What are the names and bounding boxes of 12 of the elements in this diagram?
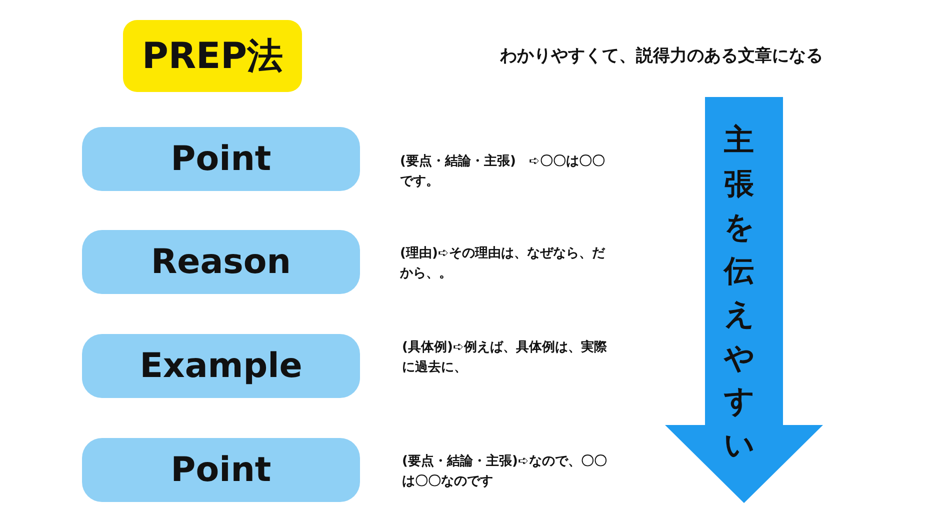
- step-pill: Point: [82, 438, 360, 502]
- note-text: わかりやすくて、説得力のある文章になる: [500, 45, 824, 67]
- arrow-label: 主張を伝えやすい: [724, 122, 754, 464]
- title-badge: PREP法: [123, 20, 302, 92]
- step-description: (要点・結論・主張) ➪〇〇は〇〇です。: [400, 152, 606, 192]
- step-pill: Reason: [82, 230, 360, 294]
- step-description: (要点・結論・主張)➪なので、〇〇は〇〇なのです: [402, 452, 608, 492]
- step-pill: Example: [82, 334, 360, 398]
- step-description: (具体例)➪例えば、具体例は、実際に過去に、: [402, 338, 608, 378]
- step-description: (理由)➪その理由は、なぜなら、だから、。: [400, 245, 606, 284]
- down-arrow: [665, 97, 823, 503]
- step-pill: Point: [82, 127, 360, 191]
